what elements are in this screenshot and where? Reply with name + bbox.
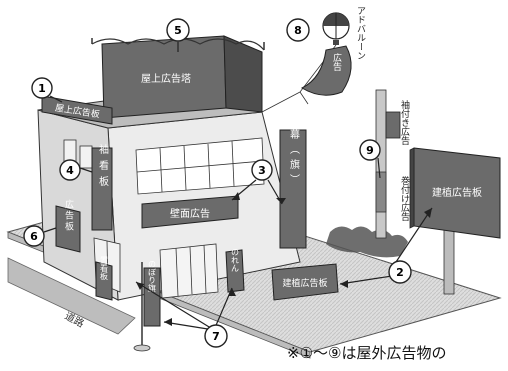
rooftop-sign-board: 屋上広告板 <box>41 95 113 125</box>
pole-upper-label: 袖付き広告 <box>399 99 410 146</box>
small-ad-board: 広告板 <box>55 198 81 253</box>
wall-ad: 壁面広告 <box>141 195 239 229</box>
svg-text:9: 9 <box>366 144 374 157</box>
marker-6: 6 <box>23 225 45 247</box>
ad-balloon: 広告 <box>261 12 352 113</box>
svg-text:8: 8 <box>294 24 302 37</box>
footnote: ※①〜⑨は屋外広告物の <box>287 344 447 362</box>
callout-lines <box>43 42 433 331</box>
marker-8: 8 <box>286 18 310 42</box>
svg-text:4: 4 <box>66 164 74 177</box>
utility-pole <box>375 89 401 239</box>
svg-text:7: 7 <box>212 330 220 343</box>
ground-board-text: 建植広告板 <box>282 277 327 289</box>
nobori-text: のぼり旗 <box>148 260 157 293</box>
svg-text:3: 3 <box>258 164 266 177</box>
svg-text:1: 1 <box>38 82 46 95</box>
marker-4: 4 <box>59 159 81 181</box>
banner-ad: 広告幕（旗） <box>279 98 307 249</box>
pole-lower-label: 巻付け広告 <box>399 175 410 222</box>
marker-7: 7 <box>204 324 228 348</box>
entrance-door <box>159 243 219 299</box>
a-board-text: 置看板 <box>100 256 109 281</box>
side-window-2 <box>79 145 93 169</box>
rooftop-tower-text: 屋上広告塔 <box>141 72 191 85</box>
balloon-tag-text: 広告 <box>331 52 342 72</box>
bushes <box>326 226 408 258</box>
nobori-flag: のぼり旗 <box>133 260 161 352</box>
banner-ad-text: 広告幕（旗） <box>288 98 300 189</box>
a-board-sign: 置看板 <box>95 256 113 301</box>
balloon-label: アドバルーン <box>355 6 366 60</box>
small-ad-board-text: 広告板 <box>63 198 74 232</box>
svg-text:2: 2 <box>396 266 404 279</box>
noren-curtain: のれん <box>225 248 245 293</box>
side-window-1 <box>63 139 77 163</box>
marker-2: 2 <box>388 260 412 284</box>
upper-windows <box>135 137 265 195</box>
marker-3: 3 <box>251 159 273 181</box>
marker-5: 5 <box>166 18 190 42</box>
svg-text:5: 5 <box>174 24 182 37</box>
marker-9: 9 <box>359 139 381 161</box>
svg-text:6: 6 <box>30 230 38 243</box>
wall-ad-text: 壁面広告 <box>170 207 210 220</box>
standalone-billboard: 建植広告板 <box>409 147 501 295</box>
billboard-text: 建植広告板 <box>432 186 482 199</box>
road <box>7 257 136 335</box>
marker-1: 1 <box>31 77 53 99</box>
noren-text: のれん <box>231 248 240 272</box>
projecting-sign-text: 袖看板 <box>97 143 109 192</box>
arrowheads <box>136 192 432 326</box>
ground-standing-board: 建植広告板 <box>271 263 339 301</box>
projecting-sign: 袖看板 <box>91 143 113 231</box>
rooftop-ad-tower: 屋上広告塔 <box>91 35 265 119</box>
